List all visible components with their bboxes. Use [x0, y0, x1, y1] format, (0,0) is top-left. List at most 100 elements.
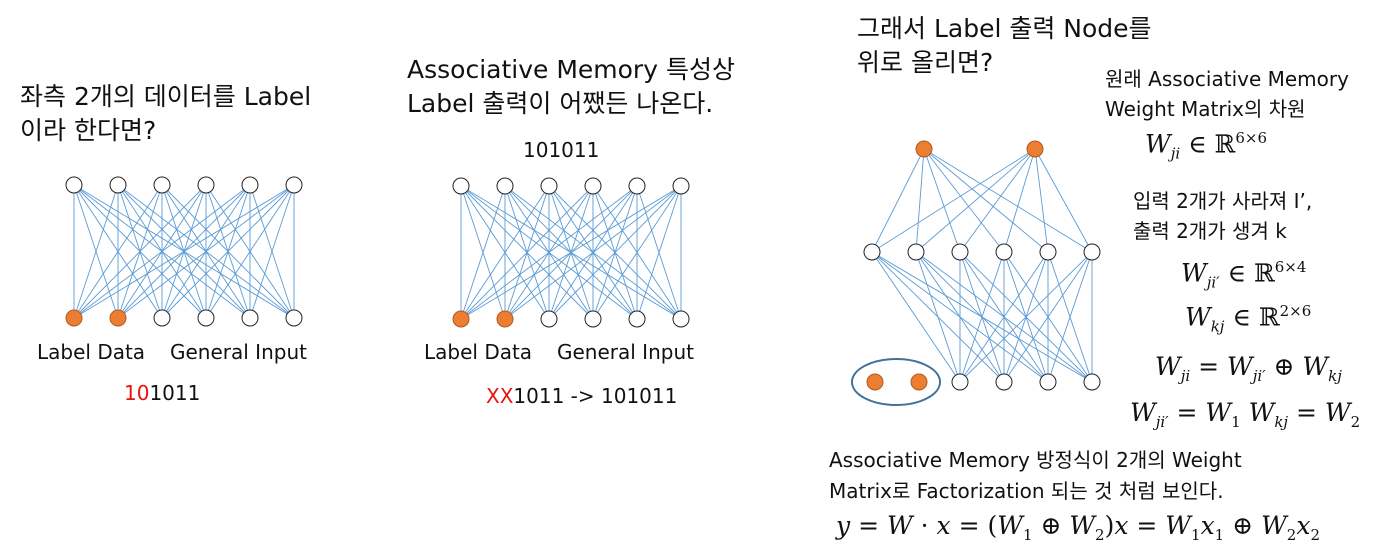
panel3-removed-node	[910, 373, 928, 391]
note1-line2: Weight Matrix의 차원	[1105, 97, 1306, 121]
panel2-bottom-node	[496, 310, 514, 328]
panel3-hidden-node	[1039, 243, 1057, 261]
panel1-edge	[249, 184, 295, 319]
equation-w1-w2: Wji′ = W1 Wkj = W2	[1130, 398, 1361, 431]
note1-line1: 원래 Associative Memory	[1105, 67, 1349, 91]
panel1-top-node	[65, 176, 83, 194]
panel2-top-node	[584, 177, 602, 195]
panel2-edge	[592, 185, 682, 320]
panel3-hidden-node	[1083, 243, 1101, 261]
panel3-hidden-node	[907, 243, 925, 261]
panel1-bottom-node	[153, 309, 171, 327]
panel3-input-edge	[1047, 251, 1093, 383]
panel1-edge	[73, 184, 163, 319]
panel2-general-input: General Input	[557, 340, 694, 364]
network-panel2	[452, 177, 690, 328]
panel2-bottom-node	[628, 310, 646, 328]
panel1-bottom-node	[285, 309, 303, 327]
panel3-input-edge	[915, 251, 961, 383]
equation-w-ji-prime: Wji′ ∈ ℝ6×4	[1181, 258, 1307, 292]
panel3-input-edge	[871, 251, 961, 383]
panel3-hidden-node	[863, 243, 881, 261]
panel3-label-edge	[1034, 148, 1093, 253]
panel2-bottom-node	[540, 310, 558, 328]
network-panel1	[65, 176, 303, 327]
panel3-input-node	[951, 373, 969, 391]
panel1-code: 101011	[124, 381, 200, 405]
panel2-edge	[460, 185, 506, 320]
panel2-code: XX1011 -> 101011	[486, 384, 677, 408]
panel3-label-edge	[1003, 148, 1036, 253]
panel3-input-edge	[959, 251, 1093, 383]
panel3-input-edge	[959, 251, 1049, 383]
panel3-label-edge	[871, 148, 925, 253]
panel2-title-line1: Associative Memory 특성상	[407, 55, 735, 84]
panel3-label-node	[915, 140, 933, 158]
panel3-hidden-node	[995, 243, 1013, 261]
bottom-line2: Matrix로 Factorization 되는 것 처럼 보인다.	[829, 479, 1224, 503]
panel2-top-node	[496, 177, 514, 195]
panel2-bottom-node	[452, 310, 470, 328]
panel2-bottom-node	[584, 310, 602, 328]
panel1-label-data: Label Data	[37, 340, 146, 364]
panel3-label-node	[1026, 140, 1044, 158]
panel3-removed-node	[866, 373, 884, 391]
panel2-edge	[504, 185, 682, 320]
panel1-edge	[73, 184, 251, 319]
panel2-edge	[460, 185, 594, 320]
panel1-bottom-node	[197, 309, 215, 327]
panel3-input-node	[1083, 373, 1101, 391]
panel1-top-node	[285, 176, 303, 194]
panel2-output-code: 101011	[523, 138, 600, 162]
panel1-edge	[73, 184, 295, 319]
panel2-edge	[548, 185, 682, 320]
panel2-edge	[460, 185, 638, 320]
panel2-top-node	[540, 177, 558, 195]
panel1-code-label-part: 10	[124, 381, 150, 405]
panel3-input-node	[995, 373, 1013, 391]
panel1-title-line1: 좌측 2개의 데이터를 Label	[20, 82, 312, 111]
panel2-top-node	[452, 177, 470, 195]
panel3-label-edge	[871, 148, 1036, 253]
panel2-bottom-node	[672, 310, 690, 328]
panel3-input-node	[1039, 373, 1057, 391]
removed-inputs-ellipse	[851, 358, 941, 406]
panel2-edge	[636, 185, 682, 320]
panel3-label-edge	[915, 148, 925, 253]
note2-line2: 출력 2개가 생겨 k	[1133, 219, 1287, 243]
panel1-edge	[205, 184, 295, 319]
panel3-label-edge	[923, 148, 1005, 253]
panel3-input-edge	[1003, 251, 1093, 383]
panel1-top-node	[241, 176, 259, 194]
note2-line1: 입력 2개가 사라져 I’,	[1133, 189, 1313, 213]
bottom-line1: Associative Memory 방정식이 2개의 Weight	[829, 448, 1242, 472]
panel1-edge	[161, 184, 295, 319]
panel3-label-edge	[923, 148, 961, 253]
panel1-top-node	[197, 176, 215, 194]
network-panel3	[863, 140, 1101, 391]
equation-w-kj: Wkj ∈ ℝ2×6	[1185, 302, 1312, 336]
equation-w-sum: Wji = Wji′ ⊕ Wkj	[1155, 352, 1342, 385]
panel2-title-line2: Label 출력이 어쨌든 나온다.	[407, 89, 714, 118]
panel1-code-rest: 1011	[149, 381, 201, 405]
panel1-top-node	[109, 176, 127, 194]
panel1-title-line2: 이라 한다면?	[20, 116, 157, 145]
panel2-label-data: Label Data	[424, 340, 533, 364]
panel3-label-edge	[959, 148, 1036, 253]
panel1-bottom-node	[65, 309, 83, 327]
panel3-title-line2: 위로 올리면?	[857, 48, 994, 77]
panel3-label-edge	[923, 148, 1093, 253]
panel2-top-node	[628, 177, 646, 195]
panel1-edge	[117, 184, 295, 319]
panel1-edge	[73, 184, 207, 319]
panel2-code-rest: 1011 -> 101011	[513, 384, 678, 408]
panel3-label-edge	[915, 148, 1036, 253]
panel1-general-input: General Input	[170, 340, 307, 364]
panel3-hidden-node	[951, 243, 969, 261]
panel2-edge	[460, 185, 550, 320]
panel3-label-edge	[923, 148, 1049, 253]
panel2-code-missing-part: XX	[486, 384, 514, 408]
panel1-edge	[73, 184, 119, 319]
panel3-label-edge	[1034, 148, 1049, 253]
